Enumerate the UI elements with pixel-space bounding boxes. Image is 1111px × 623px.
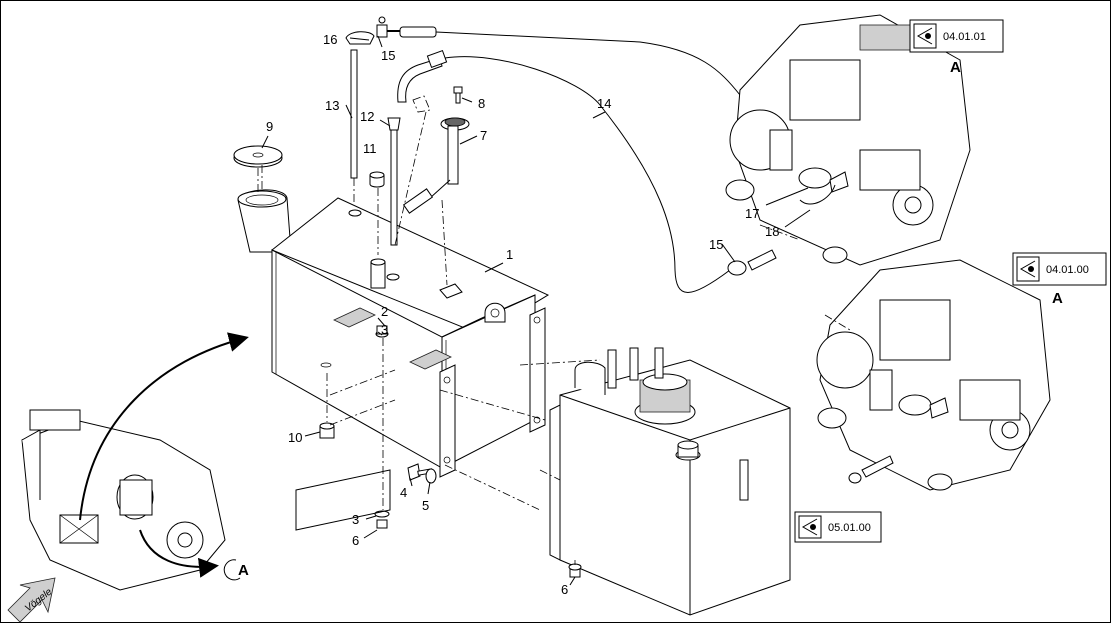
direction-arrow-icon — [7, 577, 56, 623]
suction-pipes — [350, 49, 401, 289]
fuel-tank — [237, 189, 550, 478]
callout-3-upper: 3 — [381, 322, 388, 337]
detail-letter-lower: A — [1052, 290, 1063, 307]
eye-view-icon — [916, 27, 933, 45]
bolt — [453, 86, 463, 104]
hose-elbow — [397, 49, 448, 103]
float-outline — [412, 95, 431, 113]
callout-2: 2 — [381, 304, 388, 319]
callout-6-right: 6 — [561, 582, 568, 597]
leader-lines — [261, 35, 811, 586]
eye-pupil-icon — [1028, 266, 1034, 272]
eye-view-icon — [1019, 260, 1036, 278]
plug — [369, 171, 385, 188]
eye-pupil-icon — [810, 524, 816, 530]
callout-13: 13 — [325, 98, 339, 113]
callout-labels: 1 2 3 3 4 5 6 6 7 8 9 10 11 12 13 14 15 … — [266, 32, 779, 597]
callout-18: 18 — [765, 224, 779, 239]
detail-letter-upper: A — [950, 59, 961, 76]
callout-8: 8 — [478, 96, 485, 111]
callout-11: 11 — [363, 141, 377, 156]
callout-3-lower: 3 — [352, 512, 359, 527]
hose-supply — [435, 31, 741, 96]
callout-7: 7 — [480, 128, 487, 143]
engine-upper — [725, 14, 971, 266]
callout-12: 12 — [360, 109, 374, 124]
center-line — [394, 111, 427, 246]
eye-view-icon — [801, 518, 818, 536]
callout-4: 4 — [400, 485, 407, 500]
hose-clamp — [727, 249, 777, 276]
engine-lower-leader — [824, 314, 851, 331]
view-ref-label: 04.01.01 — [943, 31, 986, 43]
callout-9: 9 — [266, 119, 273, 134]
level-sender — [402, 117, 470, 214]
pointer-arrow-detail — [139, 529, 219, 578]
filler-cap — [233, 145, 283, 168]
detail-circle-icon — [223, 559, 241, 581]
callout-15-right: 15 — [709, 237, 723, 252]
assembly-lines — [257, 165, 801, 565]
engine-lower — [816, 259, 1051, 491]
callout-14: 14 — [597, 96, 611, 111]
view-ref-label: 04.01.00 — [1046, 264, 1089, 276]
callout-17: 17 — [745, 206, 759, 221]
view-ref-04-01-00[interactable]: 04.01.00 — [1012, 252, 1107, 286]
hydraulic-tank — [549, 347, 791, 616]
callout-16: 16 — [323, 32, 337, 47]
view-ref-04-01-01[interactable]: 04.01.01 — [909, 19, 1004, 53]
small-hardware — [319, 325, 582, 578]
machine-overview — [7, 409, 226, 623]
callout-10: 10 — [288, 430, 302, 445]
view-ref-label: 05.01.00 — [828, 522, 871, 534]
eye-pupil-icon — [925, 33, 931, 39]
callout-15-top: 15 — [381, 48, 395, 63]
callout-1: 1 — [506, 247, 513, 262]
fittings-top — [345, 16, 437, 45]
view-ref-05-01-00[interactable]: 05.01.00 — [794, 511, 882, 543]
hose-return — [444, 56, 731, 293]
detail-letter-machine: A — [238, 562, 249, 579]
callout-5: 5 — [422, 498, 429, 513]
callout-6-left: 6 — [352, 533, 359, 548]
pointer-arrow-tank — [79, 332, 249, 521]
